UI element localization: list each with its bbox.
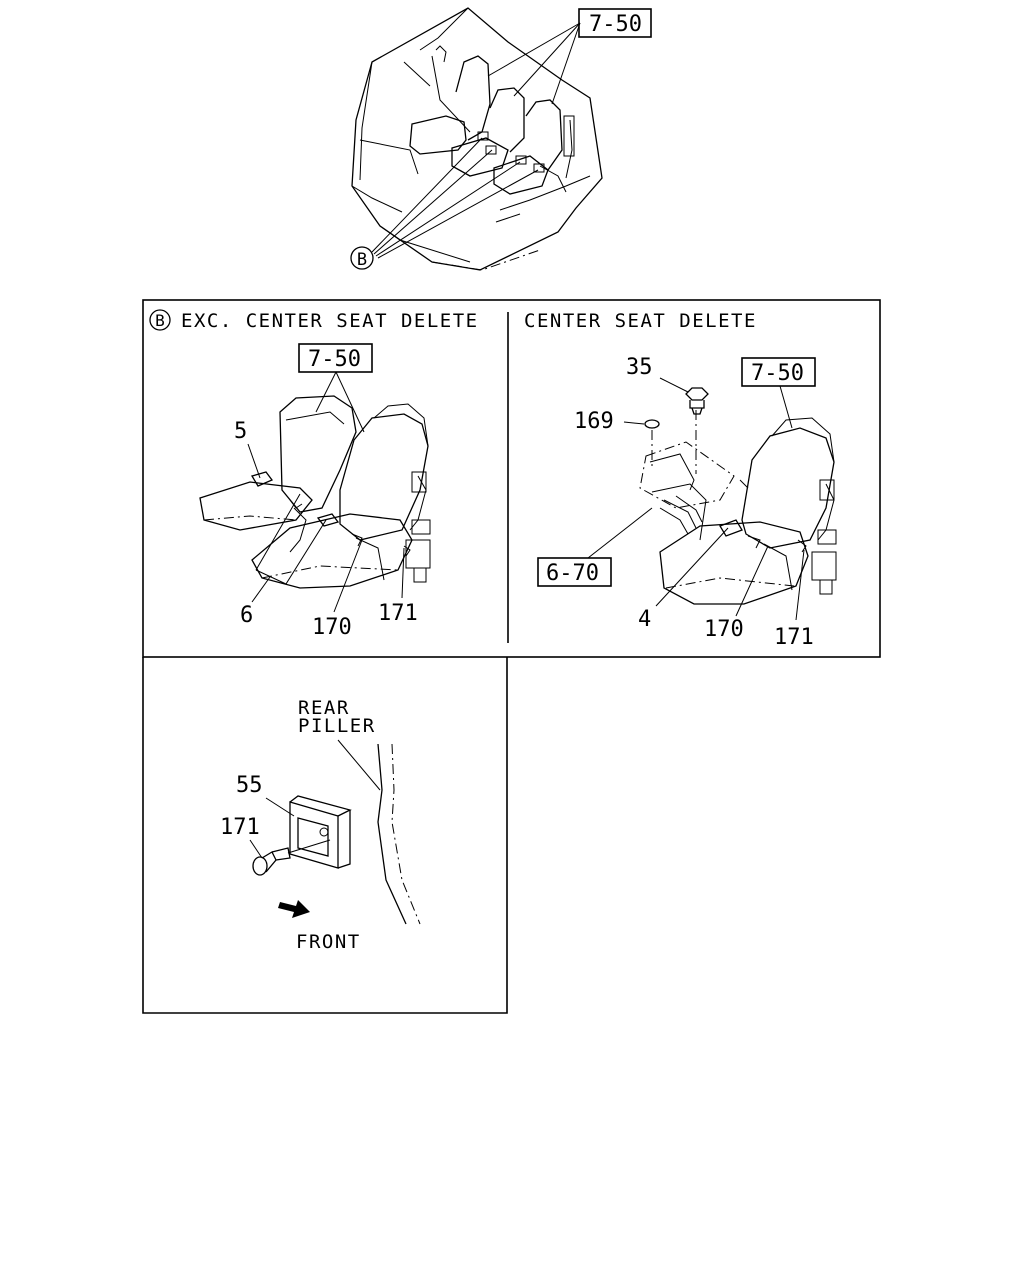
part-171-label-pillar: 171 bbox=[220, 815, 260, 840]
center-seat-illustration bbox=[639, 410, 837, 605]
part-171-label: 171 bbox=[378, 601, 418, 626]
center-ref-label-top: 7-50 bbox=[751, 361, 804, 386]
part-171-leader bbox=[401, 547, 405, 599]
center-ref-box-bottom bbox=[537, 557, 612, 587]
part-170-label: 170 bbox=[312, 615, 352, 640]
center-ref-leader-bottom bbox=[587, 507, 653, 559]
rear-pillar-leader bbox=[337, 739, 381, 791]
part-169-cap-icon bbox=[644, 419, 660, 429]
rear-pillar-label-line2: PILLER bbox=[298, 715, 376, 737]
part-6-leader bbox=[255, 569, 287, 585]
part-5-label: 5 bbox=[234, 419, 247, 444]
center-ref-box-top bbox=[741, 357, 816, 387]
part-6-leader bbox=[255, 493, 301, 571]
part-169-leader bbox=[623, 421, 645, 425]
exc-seat-illustration bbox=[199, 395, 431, 589]
overview-leader bbox=[377, 169, 539, 259]
part-171-bolt-icon bbox=[252, 839, 331, 876]
overview-leader bbox=[373, 149, 493, 255]
part-170-label-center: 170 bbox=[704, 617, 744, 642]
part-35-label: 35 bbox=[626, 355, 653, 380]
panel-center-title: CENTER SEAT DELETE bbox=[524, 310, 757, 332]
part-171-leader-pillar bbox=[249, 839, 263, 859]
overview-leader bbox=[551, 22, 581, 105]
overview-leader bbox=[487, 22, 581, 77]
part-6-leader bbox=[285, 519, 327, 585]
pillar-panel-frame bbox=[142, 657, 508, 1014]
part-171-leader-center bbox=[795, 549, 805, 621]
panel-exc-title: EXC. CENTER SEAT DELETE bbox=[181, 310, 479, 332]
front-arrow-icon bbox=[278, 900, 310, 918]
part-6-label: 6 bbox=[240, 603, 253, 628]
part-4-label: 4 bbox=[638, 607, 651, 632]
part-55-label: 55 bbox=[236, 773, 263, 798]
part-55-leader bbox=[265, 797, 295, 817]
part-170-leader-center bbox=[735, 545, 769, 617]
rear-pillar-illustration bbox=[377, 743, 421, 925]
overview-ref-label: 7-50 bbox=[589, 12, 642, 37]
front-direction-label: FRONT bbox=[296, 931, 361, 953]
part-55-cover-icon bbox=[289, 795, 352, 869]
exc-ref-leader bbox=[315, 371, 337, 413]
overview-leader bbox=[375, 161, 521, 257]
overview-leader bbox=[513, 22, 581, 97]
part-5-leader bbox=[247, 443, 261, 479]
part-169-label: 169 bbox=[574, 409, 614, 434]
part-170-leader bbox=[333, 539, 363, 613]
part-4-leader bbox=[655, 527, 729, 607]
part-171-label-center: 171 bbox=[774, 625, 814, 650]
overview-leader bbox=[371, 137, 483, 253]
part-35-clip-icon bbox=[685, 387, 709, 415]
part-35-leader bbox=[659, 377, 689, 393]
rear-pillar-label-line1: REAR bbox=[298, 697, 350, 719]
part-6-leader bbox=[251, 576, 271, 603]
panel-callout-letter: B bbox=[155, 311, 165, 330]
overview-callout-circle bbox=[350, 246, 374, 270]
exc-ref-leader bbox=[335, 371, 365, 433]
center-ref-leader-top bbox=[779, 385, 793, 429]
detail-panel-frame bbox=[142, 299, 881, 658]
center-ref-label-bottom: 6-70 bbox=[546, 561, 599, 586]
exc-ref-label: 7-50 bbox=[308, 347, 361, 372]
cab-overview-illustration bbox=[351, 7, 603, 271]
panel-callout-circle bbox=[149, 309, 171, 331]
overview-callout-letter: B bbox=[357, 250, 367, 270]
